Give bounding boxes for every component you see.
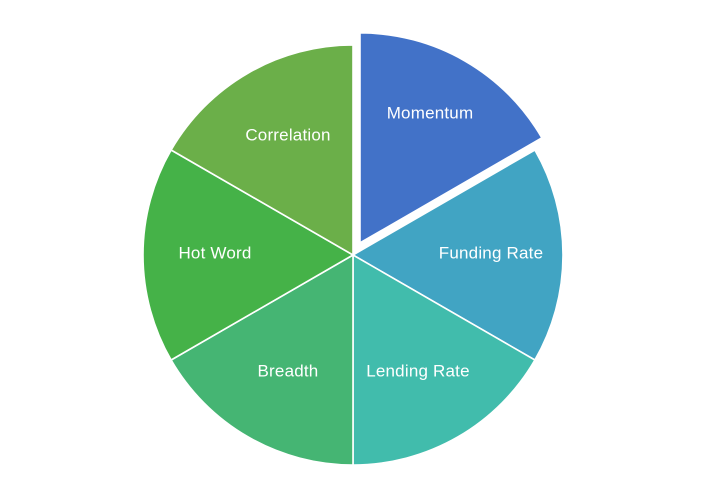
pie-slice-label-funding-rate: Funding Rate	[439, 243, 543, 262]
pie-slice-funding-rate[interactable]	[352, 149, 564, 361]
pie-slice-label-lending-rate: Lending Rate	[366, 361, 470, 380]
pie-slice-momentum[interactable]	[359, 32, 543, 244]
pie-slice-label-breadth: Breadth	[258, 361, 319, 380]
pie-slice-label-hot-word: Hot Word	[178, 243, 251, 262]
pie-slice-lending-rate[interactable]	[352, 254, 536, 466]
pie-slices-group	[142, 32, 564, 466]
pie-slice-hot-word[interactable]	[142, 149, 354, 361]
pie-slice-breadth[interactable]	[170, 254, 354, 466]
pie-slice-label-momentum: Momentum	[387, 103, 474, 122]
pie-slice-correlation[interactable]	[170, 44, 354, 256]
pie-slice-label-correlation: Correlation	[245, 125, 330, 144]
